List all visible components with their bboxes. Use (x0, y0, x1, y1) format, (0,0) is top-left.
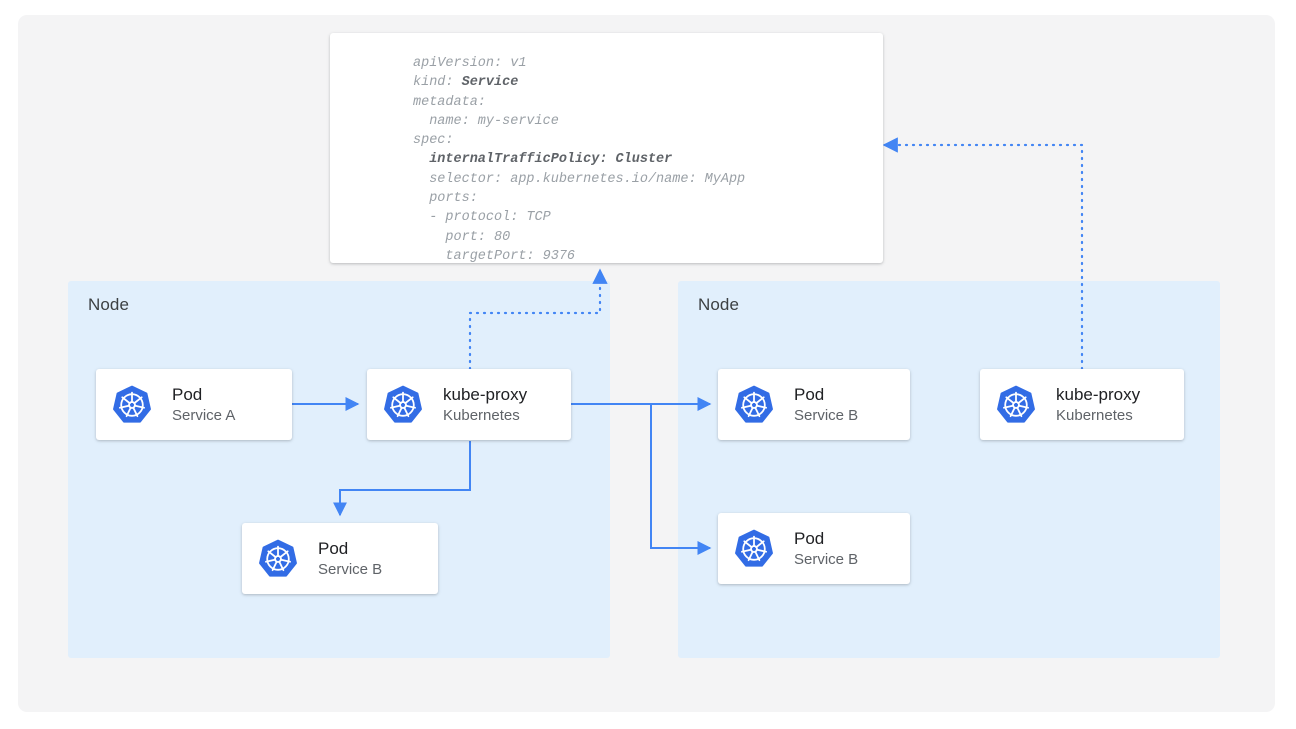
card-kube-proxy-left[interactable]: kube-proxy Kubernetes (367, 369, 571, 440)
card-title: Pod (318, 538, 349, 558)
node-group-left: Node (68, 281, 610, 658)
kubernetes-logo-icon (734, 385, 774, 425)
service-manifest-code: apiVersion: v1 kind: Service metadata: n… (413, 56, 746, 264)
card-title: Pod (794, 528, 825, 548)
card-pod-service-b-local[interactable]: Pod Service B (242, 523, 438, 594)
card-text: kube-proxy Kubernetes (443, 384, 527, 426)
card-text: Pod Service B (318, 538, 382, 580)
card-text: Pod Service B (794, 384, 858, 426)
card-subtitle: Service B (794, 550, 859, 568)
card-subtitle: Service A (172, 406, 236, 424)
kubernetes-logo-icon (383, 385, 423, 425)
card-pod-service-b-top[interactable]: Pod Service B (718, 369, 910, 440)
card-title: Pod (172, 384, 203, 404)
kubernetes-logo-icon (996, 385, 1036, 425)
node-label: Node (88, 295, 130, 314)
node-group-right: Node (678, 281, 1220, 658)
card-subtitle: Service B (318, 560, 383, 578)
kubernetes-logo-icon (258, 539, 298, 579)
card-subtitle: Kubernetes (1056, 406, 1133, 424)
card-text: Pod Service A (172, 384, 235, 426)
card-pod-service-a[interactable]: Pod Service A (96, 369, 292, 440)
kubernetes-logo-icon (112, 385, 152, 425)
card-title: kube-proxy (1056, 384, 1141, 404)
service-manifest-card: apiVersion: v1 kind: Service metadata: n… (330, 33, 883, 264)
kubernetes-logo-icon (734, 529, 774, 569)
card-subtitle: Kubernetes (443, 406, 520, 424)
card-text: kube-proxy Kubernetes (1056, 384, 1140, 426)
card-title: kube-proxy (443, 384, 528, 404)
card-subtitle: Service B (794, 406, 859, 424)
card-pod-service-b-bottom[interactable]: Pod Service B (718, 513, 910, 584)
card-kube-proxy-right[interactable]: kube-proxy Kubernetes (980, 369, 1184, 440)
node-label: Node (698, 295, 740, 314)
card-text: Pod Service B (794, 528, 858, 570)
card-title: Pod (794, 384, 825, 404)
